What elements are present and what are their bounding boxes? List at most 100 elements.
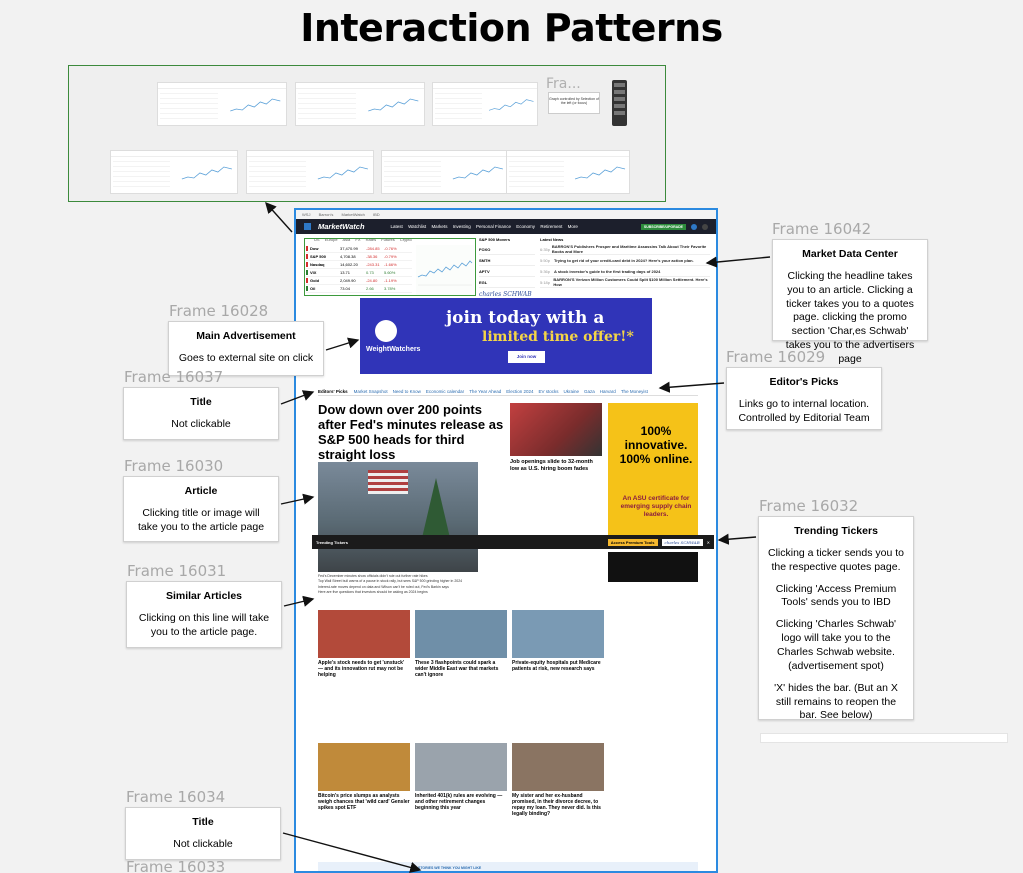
lead-image[interactable] <box>318 462 478 572</box>
pick-link[interactable]: Ukraine <box>563 388 580 394</box>
article-card[interactable]: Inherited 401(k) rules are evolving — an… <box>415 743 507 811</box>
nav-item[interactable]: Economy <box>516 224 536 229</box>
util-link[interactable]: IBD <box>373 212 380 217</box>
article-image[interactable] <box>415 610 507 658</box>
annotation-text: Not clickable <box>171 417 231 430</box>
schwab-logo[interactable]: charles SCHWAB <box>661 538 703 546</box>
frame-label: Frame 16029 <box>726 348 826 366</box>
nav-item[interactable]: Personal Finance <box>476 224 512 229</box>
pick-link[interactable]: Market Snapshot <box>353 388 388 394</box>
lead-headline[interactable]: Dow down over 200 points after Fed's min… <box>318 402 504 462</box>
pick-link[interactable]: Gaza <box>584 388 595 394</box>
article-title[interactable]: Private-equity hospitals put Medicare pa… <box>512 660 601 672</box>
ticker-name[interactable]: VIX <box>310 270 317 275</box>
ticker-name[interactable]: Oil <box>310 286 316 291</box>
mover-row[interactable]: EGL <box>479 277 535 288</box>
article-title[interactable]: My sister and her ex-husband promised, i… <box>512 793 601 817</box>
ticker-name[interactable]: Gold <box>310 278 320 283</box>
article-card[interactable]: Bitcoin's price slumps as analysts weigh… <box>318 743 410 811</box>
nav-item[interactable]: Investing <box>452 224 471 229</box>
pick-link[interactable]: The Year Ahead <box>469 388 502 394</box>
article-title[interactable]: Inherited 401(k) rules are evolving — an… <box>415 793 503 811</box>
article-title[interactable]: Bitcoin's price slumps as analysts weigh… <box>318 793 410 811</box>
market-mini-chart[interactable] <box>416 245 474 295</box>
pick-link[interactable]: EV stocks <box>538 388 559 394</box>
main-nav: MarketWatch Latest Watchlist Markets Inv… <box>296 219 716 234</box>
asu-advertisement[interactable]: 100% innovative. 100% online. An ASU cer… <box>608 403 698 543</box>
pick-link[interactable]: The Moneyist <box>620 388 648 394</box>
nav-item[interactable]: Markets <box>431 224 448 229</box>
article-image[interactable] <box>318 610 410 658</box>
article-image[interactable] <box>512 610 604 658</box>
util-link[interactable]: MarketWatch <box>341 212 365 217</box>
frame-label: Frame 16028 <box>169 302 269 320</box>
market-tab[interactable]: Europe <box>324 237 338 242</box>
market-tab[interactable]: FX <box>355 237 361 242</box>
news-headline[interactable]: Trying to get rid of your credit-card de… <box>554 257 694 263</box>
article-image[interactable] <box>415 743 507 791</box>
pick-link[interactable]: Need to Know <box>392 388 421 394</box>
access-premium-button[interactable]: Access Premium Tools <box>607 538 658 546</box>
market-tab[interactable]: Futures <box>381 237 395 242</box>
market-tab[interactable]: Asia <box>342 237 351 242</box>
side-article-image[interactable] <box>510 403 602 456</box>
similar-article-link[interactable]: Here are five questions that investors s… <box>318 589 428 594</box>
similar-article-link[interactable]: Top Wall Street bull warns of a pause in… <box>318 579 463 584</box>
search-icon[interactable] <box>702 223 708 230</box>
mover-row[interactable]: FOXO <box>479 244 535 255</box>
news-headline[interactable]: BARRON'S Publishers Prosper and Maritime… <box>551 244 707 254</box>
site-logo[interactable]: MarketWatch <box>318 222 365 231</box>
nav-item[interactable]: Watchlist <box>408 224 427 229</box>
mover-symbol: EGL <box>479 279 488 285</box>
article-card[interactable]: My sister and her ex-husband promised, i… <box>512 743 604 817</box>
asu-logo-block[interactable] <box>608 552 698 582</box>
pick-link[interactable]: Election 2024 <box>506 388 534 394</box>
mover-row[interactable]: APTV <box>479 266 535 277</box>
main-advertisement[interactable]: WeightWatchers join today with a limited… <box>360 298 652 374</box>
nav-item[interactable]: More <box>567 224 578 229</box>
market-tab[interactable]: US <box>314 237 320 242</box>
user-icon[interactable] <box>691 223 697 230</box>
nav-item[interactable]: Retirement <box>540 224 563 229</box>
ticker-name[interactable]: Nasdaq <box>310 262 325 267</box>
close-icon[interactable]: ✕ <box>706 539 710 545</box>
annotation-heading: Main Advertisement <box>196 330 296 342</box>
ticker-name[interactable]: S&P 500 <box>310 254 326 259</box>
article-card[interactable]: Private-equity hospitals put Medicare pa… <box>512 610 604 672</box>
pick-link[interactable]: Economic calendar <box>425 388 465 394</box>
schwab-promo[interactable]: charles SCHWAB <box>479 291 532 298</box>
article-title[interactable]: These 3 flashpoints could spark a wider … <box>415 660 499 678</box>
article-image[interactable] <box>512 743 604 791</box>
ticker-name[interactable]: Dow <box>310 246 319 251</box>
news-headline[interactable]: A stock investor's guide to the first tr… <box>554 268 661 274</box>
article-card[interactable]: These 3 flashpoints could spark a wider … <box>415 610 507 678</box>
similar-article-link[interactable]: Fed's December minutes show officials di… <box>318 574 428 578</box>
similar-article-link[interactable]: Interest-rate moves depend on data and W… <box>318 584 449 589</box>
subscribe-button[interactable]: SUBSCRIBE/UPGRADE <box>640 223 686 230</box>
pick-link[interactable]: Harvard <box>599 388 616 394</box>
nav-item[interactable]: Latest <box>390 224 403 229</box>
side-article-title[interactable]: Job openings slide to 32-month low as U.… <box>510 459 593 472</box>
menu-icon[interactable] <box>304 223 311 230</box>
news-headline[interactable]: BARRON'S Verizon Million Customers Could… <box>553 277 708 287</box>
state-thumbnail <box>246 150 374 194</box>
util-link[interactable]: Barron's <box>318 212 334 217</box>
market-tab[interactable]: Rates <box>365 237 377 242</box>
article-image[interactable] <box>318 743 410 791</box>
article-title[interactable]: Apple's stock needs to get 'unstuck' — a… <box>318 660 405 678</box>
util-link[interactable]: WSJ <box>302 212 311 217</box>
article-card[interactable]: Apple's stock needs to get 'unstuck' — a… <box>318 610 410 678</box>
market-tab[interactable]: Crypto <box>399 237 412 242</box>
ad-join-button[interactable]: Join now <box>508 351 545 363</box>
mover-row[interactable]: SMTH <box>479 255 535 266</box>
